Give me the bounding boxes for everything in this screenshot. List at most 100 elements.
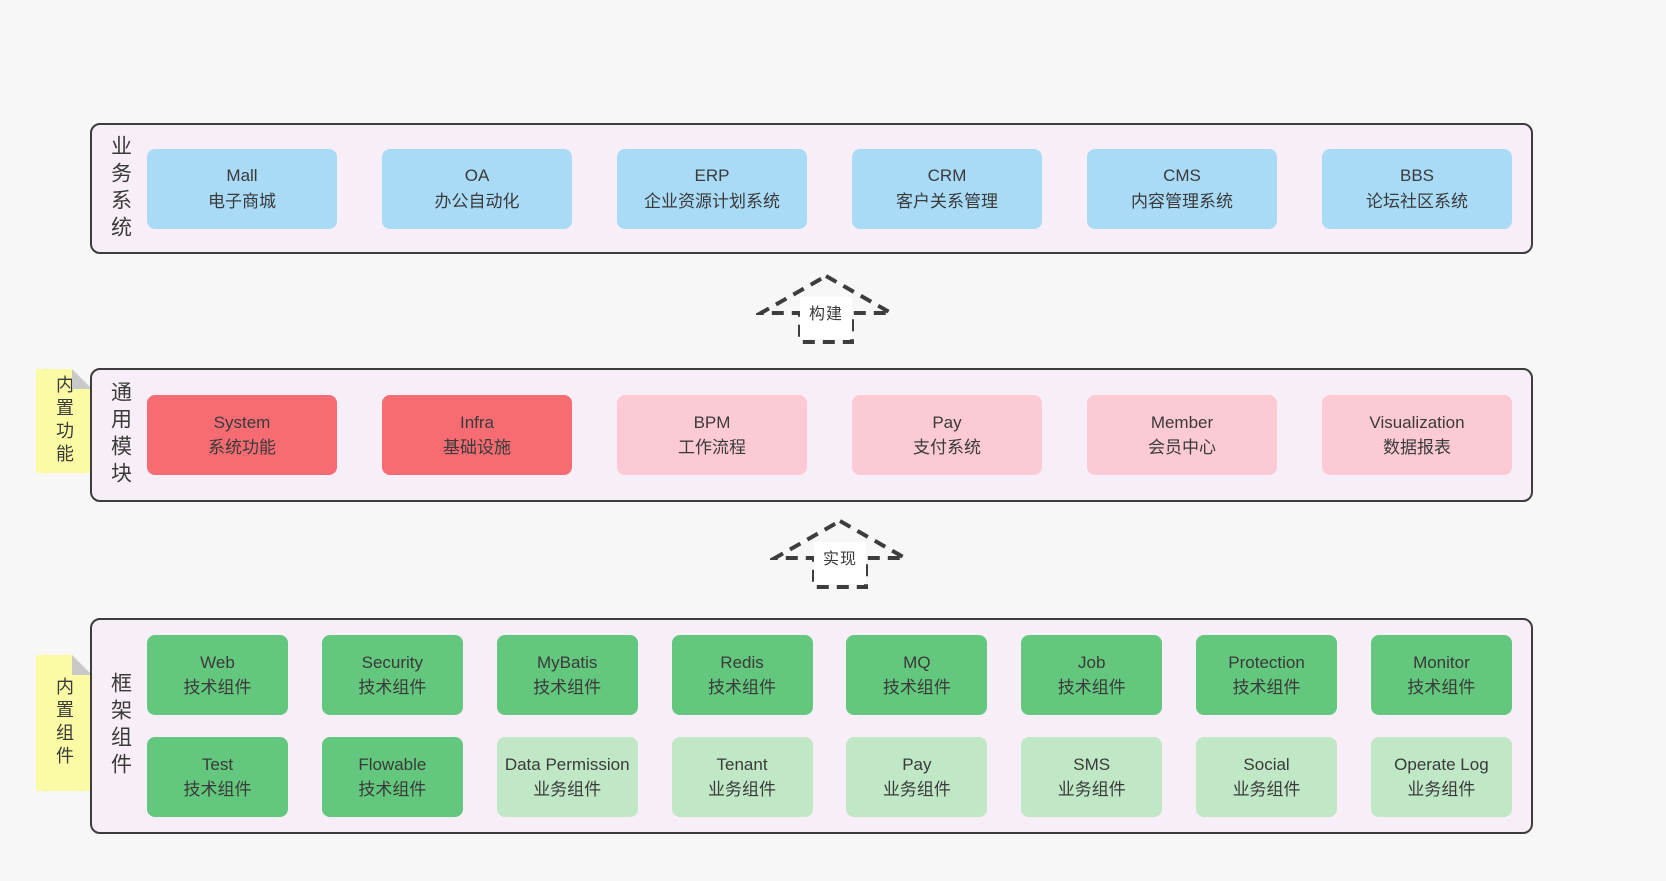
box-title: BBS bbox=[1399, 166, 1435, 185]
box-subtitle: 技术组件 bbox=[533, 678, 602, 697]
box-subtitle: 业务组件 bbox=[882, 780, 951, 799]
box-sms: SMS 业务组件 bbox=[1021, 737, 1163, 817]
box-subtitle: 客户关系管理 bbox=[896, 191, 998, 211]
box-title: Job bbox=[1078, 652, 1106, 672]
box-title: Monitor bbox=[1413, 652, 1470, 672]
box-subtitle: 办公自动化 bbox=[434, 191, 520, 211]
box-subtitle: 电子商城 bbox=[208, 191, 276, 211]
box-job: Job 技术组件 bbox=[1021, 635, 1163, 715]
box-title: Flowable bbox=[358, 754, 427, 774]
box-title: Visualization bbox=[1369, 412, 1465, 432]
arrow-implement-label: 实现 bbox=[814, 542, 866, 584]
box-subtitle: 业务组件 bbox=[1057, 780, 1126, 799]
sticky-note-built-in-components: 内置组件 bbox=[36, 655, 92, 791]
box-subtitle: 基础设施 bbox=[443, 438, 511, 457]
box-subtitle: 技术组件 bbox=[1232, 678, 1301, 697]
box-flowable: Flowable 技术组件 bbox=[321, 737, 463, 817]
box-subtitle: 技术组件 bbox=[358, 678, 427, 697]
box-subtitle: 系统功能 bbox=[208, 438, 276, 457]
box-row: Mall 电子商城 OA 办公自动化 ERP 企业资源计划系统 CRM 客户关系管理 CMS 内容… bbox=[147, 148, 1512, 229]
box-protection: Protection 技术组件 bbox=[1196, 635, 1338, 715]
band-box-area: Mall 电子商城 OA 办公自动化 ERP 企业资源计划系统 CRM 客户关系管理 CMS 内容… bbox=[147, 125, 1531, 252]
band-business-systems: 业务系统 Mall 电子商城 OA 办公自动化 ERP 企业资源计划系统 CRM 客户关系管理… bbox=[90, 123, 1533, 254]
sticky-note-label: 内置组件 bbox=[54, 677, 74, 769]
box-tenant: Tenant 业务组件 bbox=[671, 737, 813, 817]
sticky-fold-corner bbox=[72, 369, 92, 389]
box-subtitle: 技术组件 bbox=[183, 678, 252, 697]
box-title: CRM bbox=[927, 166, 967, 185]
box-subtitle: 技术组件 bbox=[358, 780, 427, 799]
box-title: BPM bbox=[693, 412, 731, 432]
band-title-business-systems: 业务系统 bbox=[108, 134, 132, 243]
box-title: Data Permission bbox=[504, 754, 630, 774]
box-cms: CMS 内容管理系统 bbox=[1087, 148, 1277, 229]
box-title: Protection bbox=[1228, 652, 1305, 672]
box-crm: CRM 客户关系管理 bbox=[852, 148, 1042, 229]
box-subtitle: 支付系统 bbox=[913, 438, 981, 457]
box-test: Test 技术组件 bbox=[147, 737, 288, 817]
box-title: Security bbox=[361, 652, 424, 672]
box-mq: MQ 技术组件 bbox=[846, 635, 988, 715]
box-subtitle: 工作流程 bbox=[678, 438, 746, 457]
box-title: CMS bbox=[1163, 166, 1201, 185]
box-title: ERP bbox=[694, 166, 730, 185]
box-infra: Infra 基础设施 bbox=[382, 395, 572, 475]
box-title: Test bbox=[201, 754, 234, 774]
box-subtitle: 论坛社区系统 bbox=[1366, 191, 1468, 211]
dashed-up-arrow-icon bbox=[770, 518, 910, 589]
box-redis: Redis 技术组件 bbox=[671, 635, 813, 715]
box-title: Redis bbox=[720, 652, 764, 672]
dashed-up-arrow-icon bbox=[756, 273, 896, 344]
box-subtitle: 技术组件 bbox=[183, 780, 252, 799]
sticky-note-label: 内置功能 bbox=[54, 375, 74, 467]
band-title-framework-components: 框架组件 bbox=[108, 672, 132, 780]
box-data-permission: Data Permission 业务组件 bbox=[496, 737, 638, 817]
box-mall: Mall 电子商城 bbox=[147, 148, 337, 229]
box-security: Security 技术组件 bbox=[321, 635, 463, 715]
box-subtitle: 业务组件 bbox=[1232, 780, 1301, 799]
box-subtitle: 业务组件 bbox=[1407, 780, 1476, 799]
box-title: Mall bbox=[226, 166, 258, 185]
box-social: Social 业务组件 bbox=[1196, 737, 1338, 817]
box-title: Operate Log bbox=[1394, 754, 1489, 774]
box-bbs: BBS 论坛社区系统 bbox=[1322, 148, 1512, 229]
box-title: System bbox=[213, 412, 271, 432]
box-operate-log: Operate Log 业务组件 bbox=[1370, 737, 1512, 817]
box-system: System 系统功能 bbox=[147, 395, 337, 475]
box-oa: OA 办公自动化 bbox=[382, 148, 572, 229]
sticky-fold-corner bbox=[72, 655, 92, 675]
box-visualization: Visualization 数据报表 bbox=[1322, 395, 1512, 475]
box-subtitle: 业务组件 bbox=[533, 780, 602, 799]
box-title: Web bbox=[200, 652, 235, 672]
box-title: Social bbox=[1243, 754, 1290, 774]
box-subtitle: 技术组件 bbox=[1057, 678, 1126, 697]
box-subtitle: 企业资源计划系统 bbox=[644, 191, 780, 211]
box-subtitle: 技术组件 bbox=[882, 678, 951, 697]
box-subtitle: 内容管理系统 bbox=[1131, 191, 1233, 211]
box-title: MyBatis bbox=[536, 652, 598, 672]
box-title: Pay bbox=[902, 754, 932, 774]
box-title: Member bbox=[1150, 412, 1214, 432]
box-subtitle: 数据报表 bbox=[1383, 438, 1451, 457]
box-mybatis: MyBatis 技术组件 bbox=[496, 635, 638, 715]
arrow-build: 构建 bbox=[756, 273, 896, 345]
box-title: SMS bbox=[1073, 754, 1111, 774]
box-subtitle: 技术组件 bbox=[708, 678, 777, 697]
box-erp: ERP 企业资源计划系统 bbox=[617, 148, 807, 229]
box-title: OA bbox=[464, 166, 490, 185]
arrow-implement: 实现 bbox=[770, 518, 910, 590]
box-title: MQ bbox=[903, 652, 931, 672]
box-title: Infra bbox=[459, 412, 495, 432]
box-title: Tenant bbox=[716, 754, 768, 774]
box-subtitle: 业务组件 bbox=[708, 780, 777, 799]
